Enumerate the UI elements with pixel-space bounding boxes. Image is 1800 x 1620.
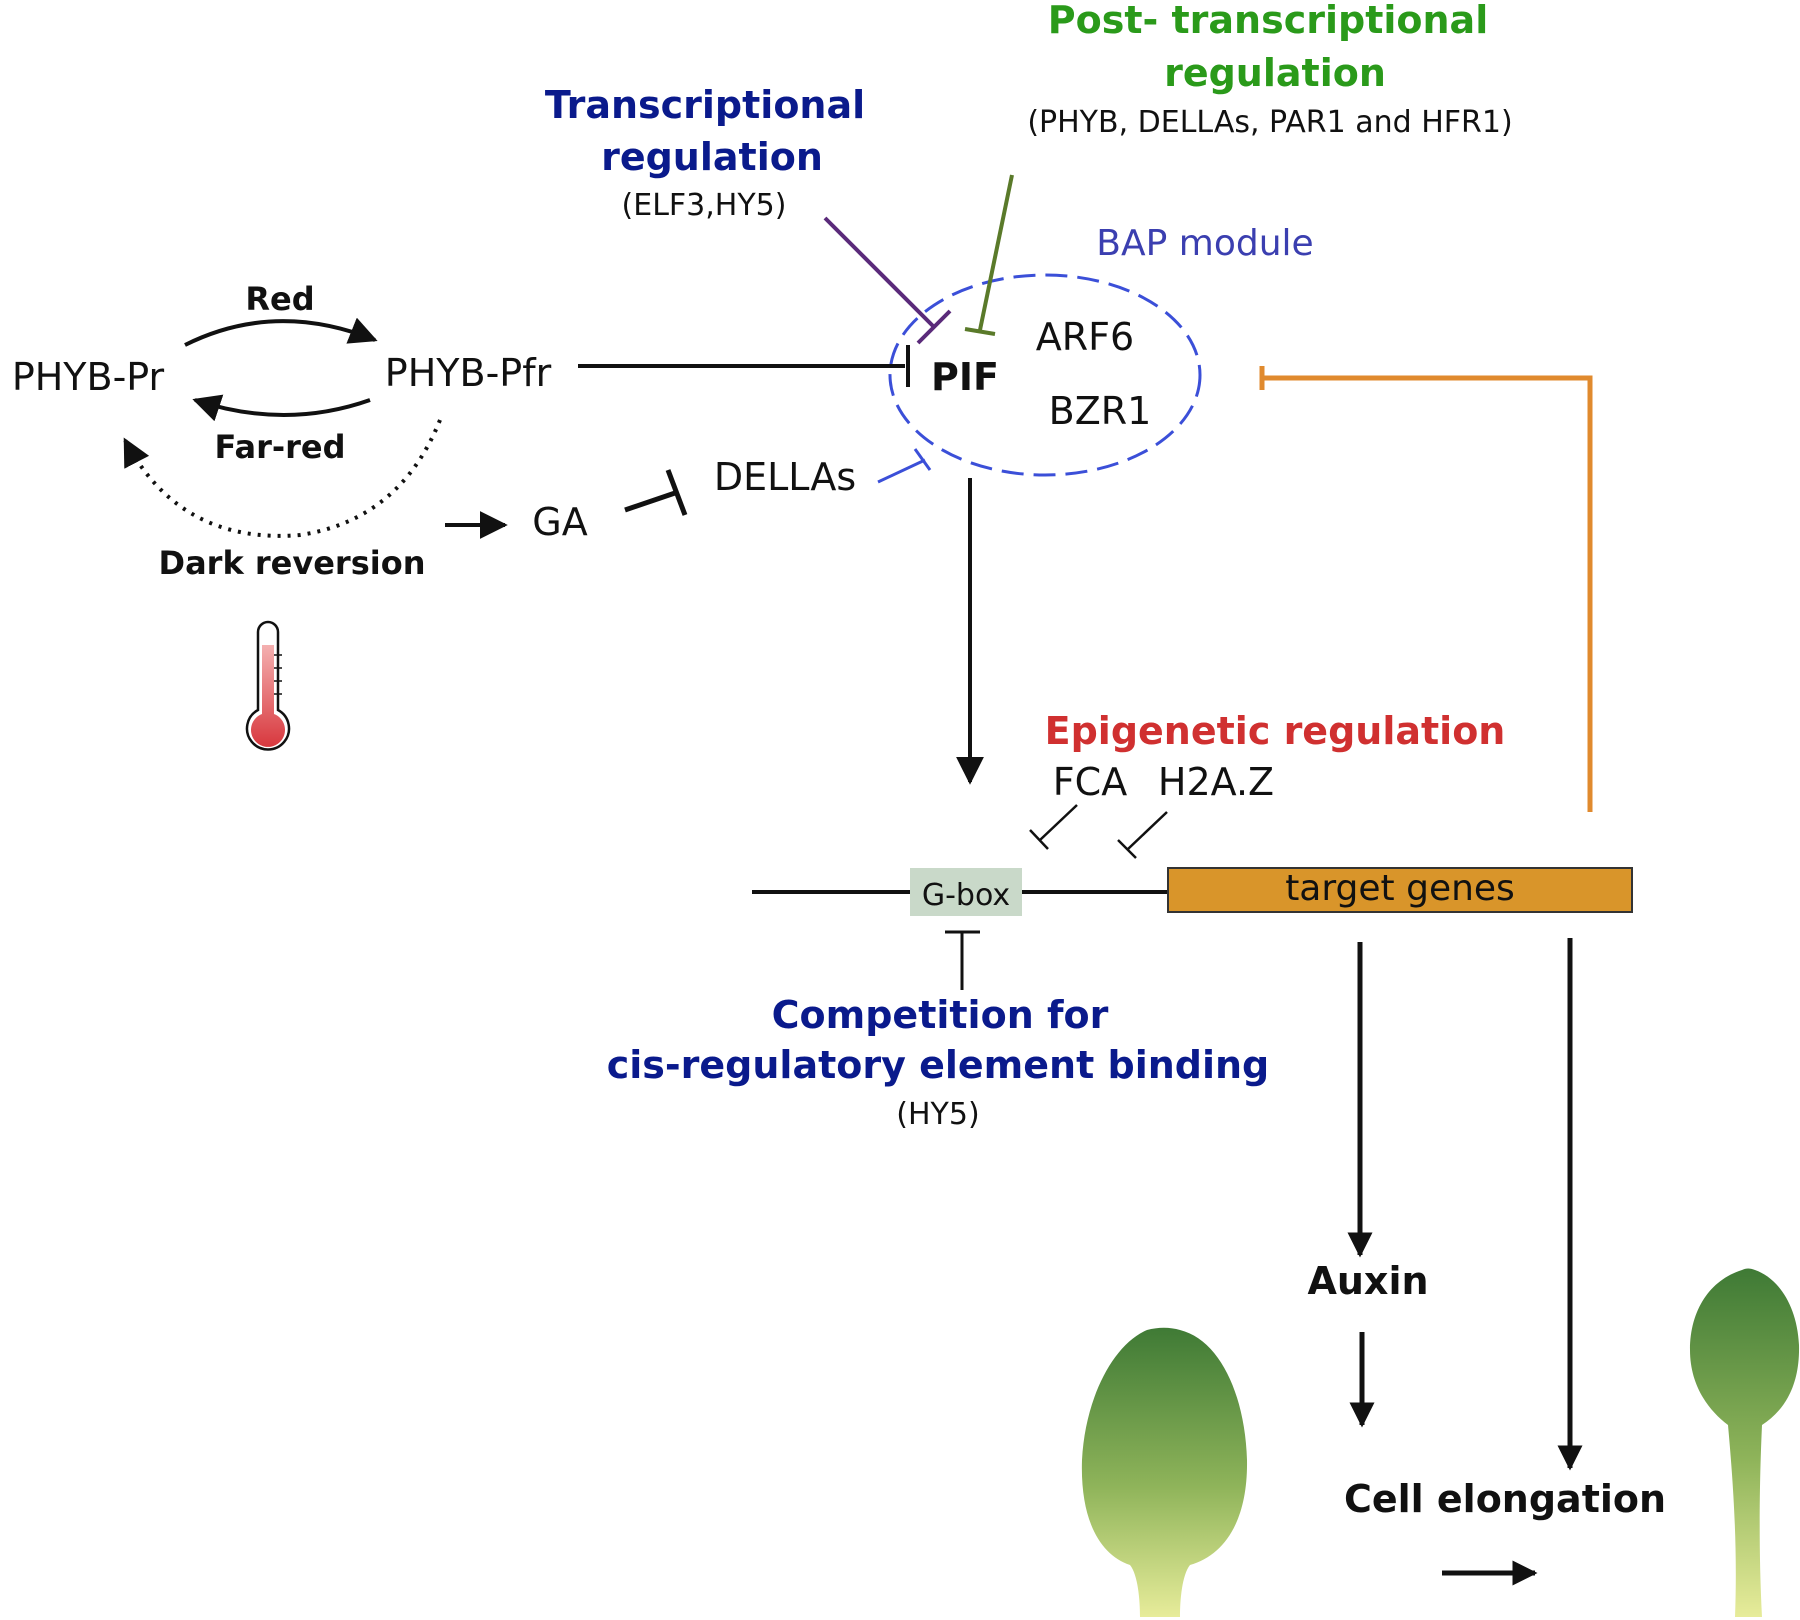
- competition-inhibition: [945, 930, 980, 990]
- post-transcriptional-subtitle: (PHYB, DELLAs, PAR1 and HFR1): [1027, 105, 1512, 140]
- transcriptional-inhibition: [823, 216, 952, 345]
- bap-module-ellipse: [888, 273, 1202, 477]
- target-feedback-inhibition: [1259, 366, 1593, 812]
- competition-subtitle: (HY5): [896, 1097, 979, 1132]
- long-petiole-leaf-icon: [1690, 1268, 1800, 1617]
- fca-inhibition: [1029, 804, 1078, 850]
- dark-reversion-arrow: [123, 419, 442, 538]
- fca-label: FCA: [1053, 760, 1127, 804]
- auxin-label: Auxin: [1307, 1259, 1428, 1303]
- transcriptional-subtitle: (ELF3,HY5): [622, 188, 787, 223]
- far-red-arrow: [192, 394, 371, 422]
- red-label: Red: [245, 280, 314, 318]
- transcriptional-title-2: regulation: [601, 135, 823, 179]
- thermometer-icon: [245, 620, 291, 751]
- h2az-inhibition: [1117, 811, 1168, 859]
- pif-label: PIF: [931, 355, 999, 399]
- g-box-label: G-box: [922, 878, 1010, 913]
- short-petiole-leaf-icon: [1081, 1327, 1248, 1617]
- dellas-label: DELLAs: [714, 455, 856, 499]
- phyb-pr-label: PHYB-Pr: [12, 355, 165, 399]
- dark-reversion-label: Dark reversion: [159, 544, 426, 582]
- competition-title-1: Competition for: [772, 993, 1109, 1037]
- post-transcriptional-title-2: regulation: [1164, 51, 1386, 95]
- transcriptional-title-1: Transcriptional: [545, 83, 865, 127]
- g-box: [910, 868, 1022, 916]
- h2az-label: H2A.Z: [1158, 760, 1274, 804]
- red-arrow: [184, 317, 378, 347]
- della-pif-inhibition: [877, 448, 932, 484]
- ga-label: GA: [532, 500, 587, 544]
- bzr1-label: BZR1: [1049, 389, 1152, 433]
- bap-module-label: BAP module: [1096, 223, 1313, 264]
- cell-elongation-label: Cell elongation: [1344, 1477, 1666, 1521]
- phyb-pfr-label: PHYB-Pfr: [385, 351, 552, 395]
- phyb-pif-inhibition: [578, 345, 910, 387]
- post-transcriptional-title-1: Post- transcriptional: [1048, 0, 1488, 42]
- epigenetic-title: Epigenetic regulation: [1045, 709, 1506, 753]
- post-transcriptional-inhibition: [964, 174, 1014, 336]
- arf6-label: ARF6: [1036, 315, 1134, 359]
- far-red-label: Far-red: [214, 428, 345, 466]
- competition-title-2: cis-regulatory element binding: [607, 1043, 1270, 1087]
- target-genes-label: target genes: [1285, 868, 1515, 909]
- ga-della-inhibition: [624, 469, 688, 516]
- target-genes-box: [1167, 867, 1633, 913]
